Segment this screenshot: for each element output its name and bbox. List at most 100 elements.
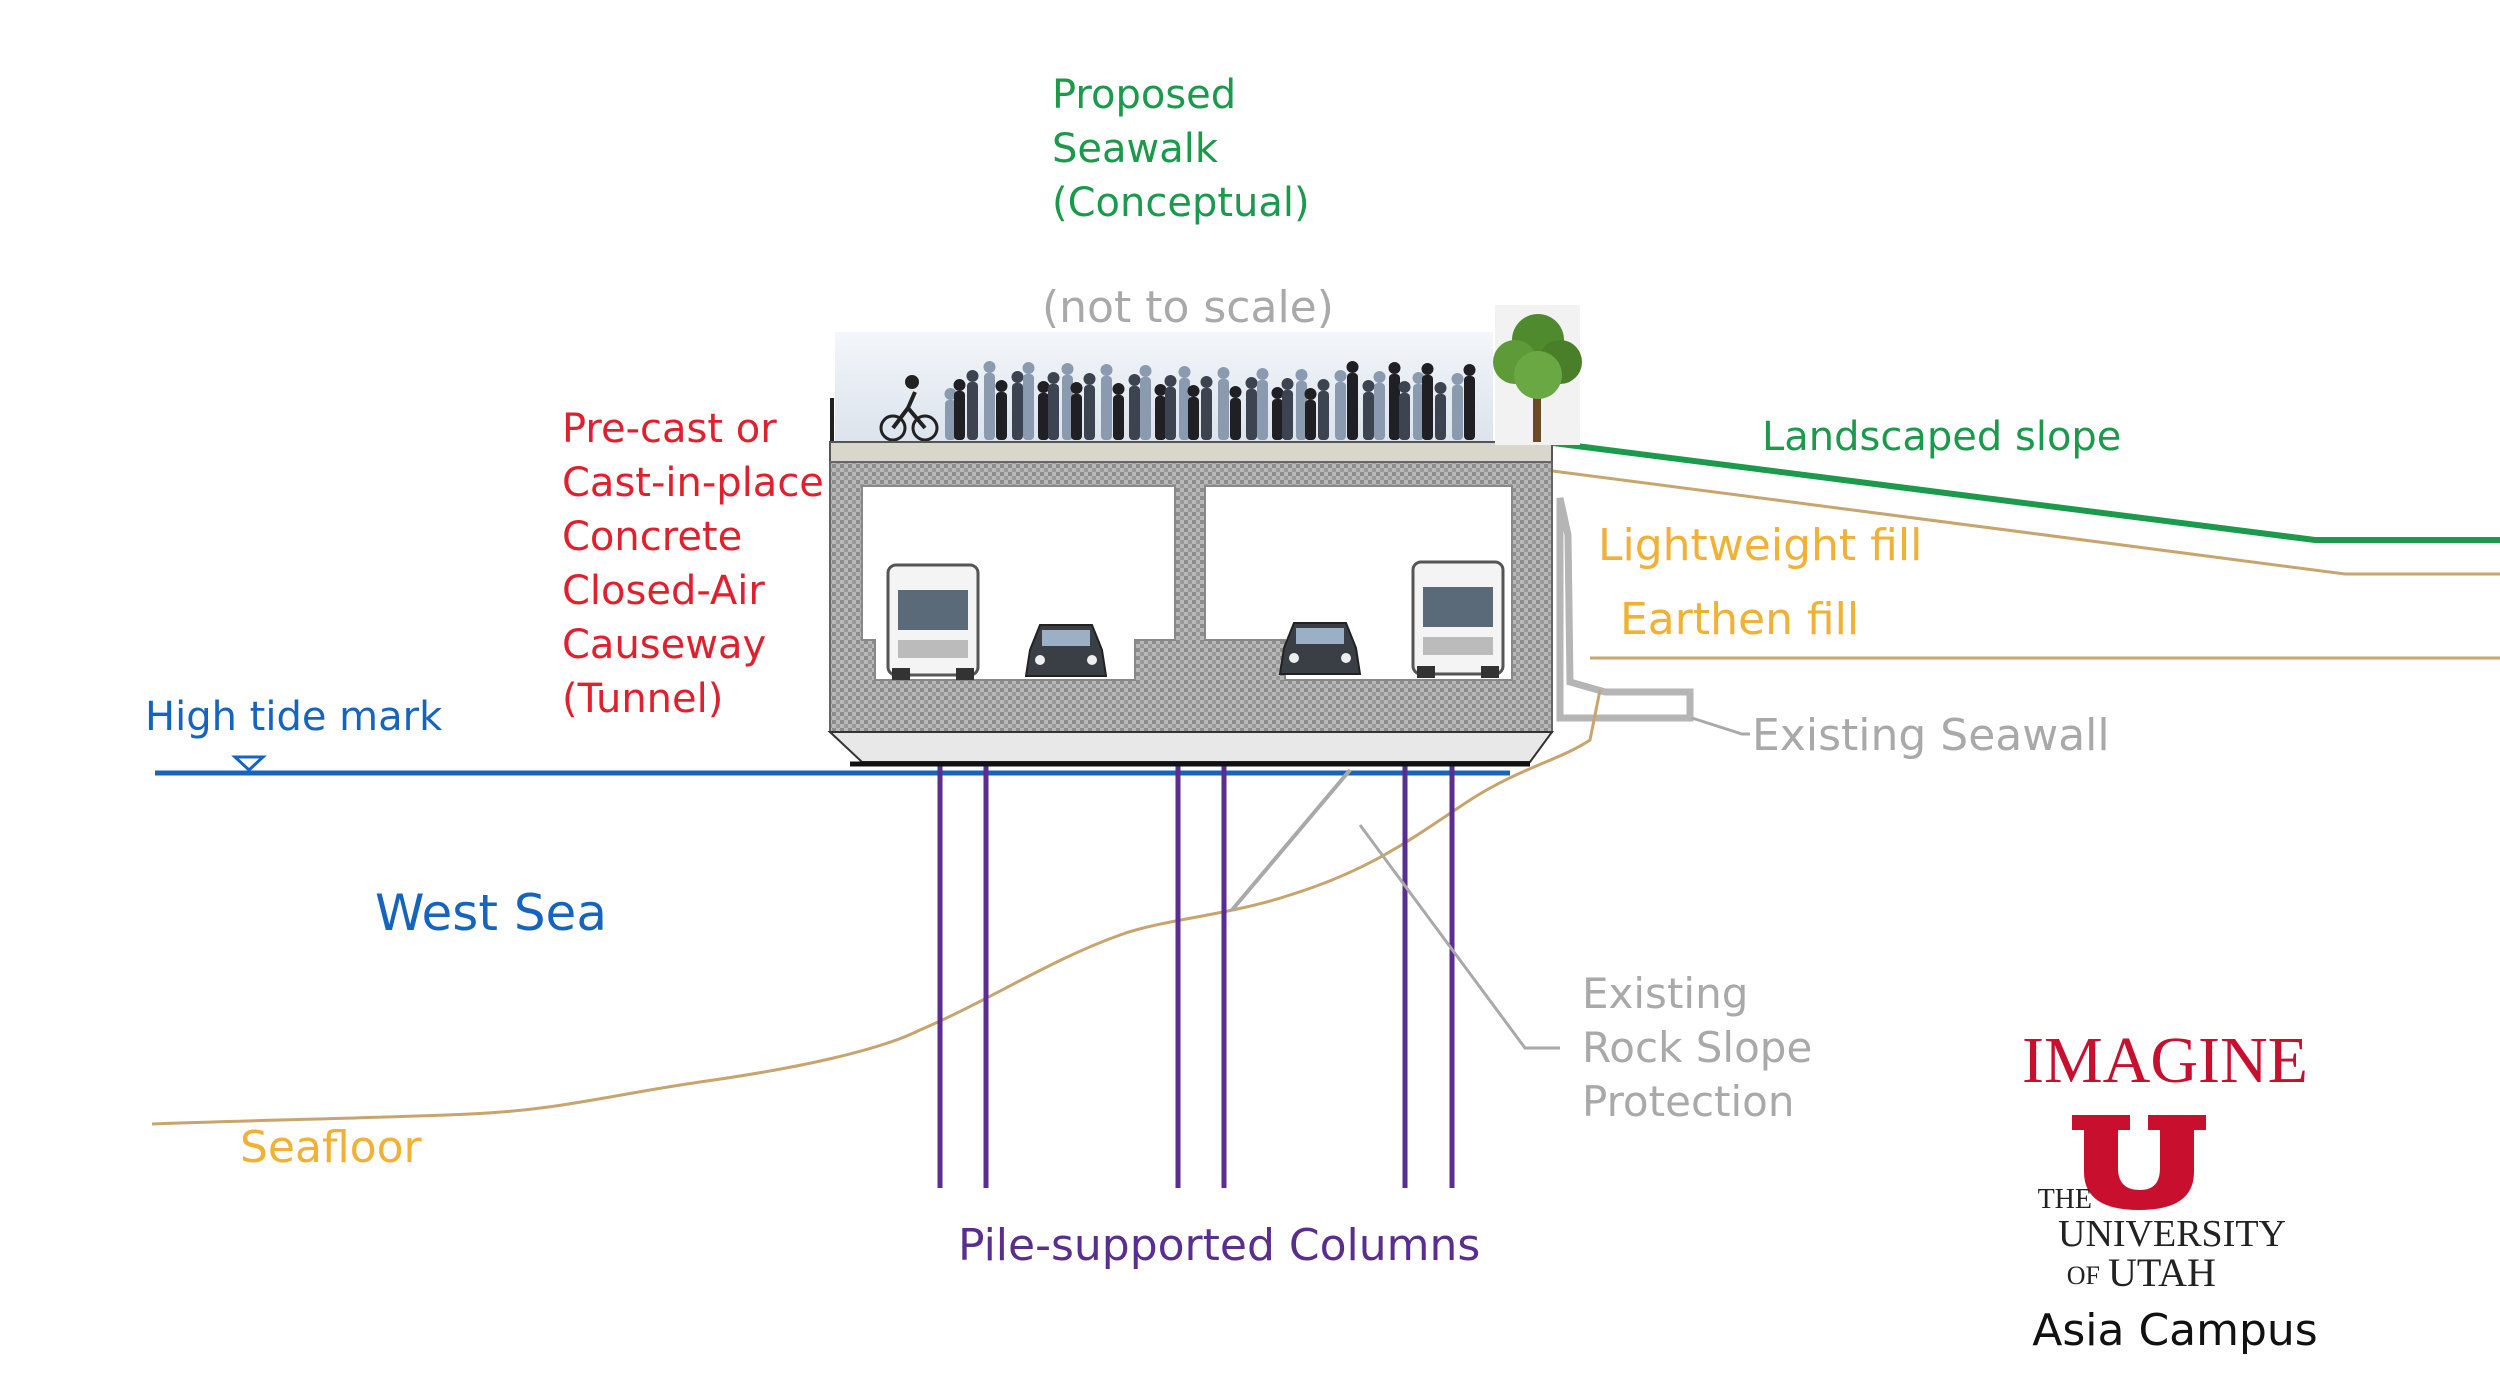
pedestrian-head (1362, 380, 1375, 392)
pedestrian-figure (1179, 378, 1190, 440)
causeway-label: Pre-cast or Cast-in-place Concrete Close… (562, 406, 824, 722)
pedestrian-figure (1464, 376, 1475, 440)
pedestrian-head (1271, 387, 1284, 399)
lightweight-fill-line (1544, 468, 2500, 576)
university-logo: IMAGINE THE UNIVERSITY OF UTAH Asia Camp… (2022, 1024, 2318, 1356)
lightweight-fill-label: Lightweight fill (1598, 520, 1922, 571)
seawall-outline (1556, 497, 1694, 722)
high-tide-label: High tide mark (145, 694, 443, 740)
pedestrian-figure (945, 400, 956, 440)
pedestrian-figure (1023, 374, 1034, 440)
pedestrian-head (1373, 371, 1386, 383)
pedestrian-figure (1363, 392, 1374, 440)
piles-label: Pile-supported Columns (958, 1220, 1480, 1271)
pedestrian-head (1295, 369, 1308, 381)
pedestrian-figure (1155, 396, 1166, 440)
pedestrian-head (1061, 363, 1074, 375)
rock-slope-leader-2 (1358, 824, 1560, 1050)
earthen-fill-label: Earthen fill (1620, 594, 1859, 645)
pedestrian-head (1187, 385, 1200, 397)
pedestrian-head (1164, 375, 1177, 387)
pedestrian-head (1217, 367, 1230, 379)
landscaped-slope-line (1544, 439, 2500, 543)
pedestrian-figure (1246, 389, 1257, 440)
car-icon-left (1024, 624, 1108, 677)
pedestrian-head (1281, 378, 1294, 390)
title-block: Proposed Seawalk (Conceptual) (not to sc… (1042, 72, 1334, 333)
logo-imagine: IMAGINE (2022, 1024, 2308, 1097)
utah-u-block-logo (2072, 1115, 2206, 1210)
pedestrian-head (1112, 383, 1125, 395)
title-line-2: Seawalk (1052, 126, 1219, 172)
pedestrian-head (1421, 363, 1434, 375)
pedestrian-head (1154, 384, 1167, 396)
pedestrian-figure (1399, 393, 1410, 440)
pedestrian-figure (1101, 376, 1112, 440)
pedestrian-figure (1272, 399, 1283, 440)
tree-icon (1493, 305, 1582, 445)
pedestrian-figure (1305, 400, 1316, 440)
causeway-line-2: Cast-in-place (562, 460, 824, 506)
landscaped-slope-label: Landscaped slope (1762, 414, 2121, 460)
pedestrian-figure (1201, 388, 1212, 440)
causeway-line-6: (Tunnel) (562, 676, 723, 722)
pedestrian-figure (1452, 385, 1463, 440)
rock-slope-callout: Existing Rock Slope Protection (1230, 768, 1812, 1126)
rock-slope-leader-1 (1230, 768, 1352, 912)
pedestrian-head (1178, 366, 1191, 378)
causeway-line-5: Causeway (562, 622, 766, 668)
causeway-line-4: Closed-Air (562, 568, 765, 614)
pedestrian-figure (967, 382, 978, 440)
car-icon-right (1278, 622, 1362, 675)
pedestrian-head (1229, 386, 1242, 398)
pedestrian-figure (1335, 382, 1346, 440)
pedestrian-head (1451, 373, 1464, 385)
pedestrian-head (1256, 368, 1269, 380)
pedestrian-head (1139, 365, 1152, 377)
pedestrian-head (1083, 373, 1096, 385)
pedestrian-figure (1012, 383, 1023, 440)
pedestrian-figure (984, 373, 995, 440)
pedestrian-head (1128, 374, 1141, 386)
pedestrian-head (966, 370, 979, 382)
pedestrian-figure (1165, 387, 1176, 440)
pedestrian-head (1304, 388, 1317, 400)
pedestrian-figure (1347, 373, 1358, 440)
pedestrian-head (995, 380, 1008, 392)
high-tide-marker (231, 755, 267, 773)
pedestrian-figure (1374, 383, 1385, 440)
west-sea-label: West Sea (375, 884, 607, 942)
pedestrian-head (1037, 381, 1050, 393)
pedestrian-figure (1129, 386, 1140, 440)
landside-layers: Landscaped slope Lightweight fill Earthe… (1544, 414, 2500, 660)
rock-slope-line-1: Existing (1582, 969, 1748, 1018)
pedestrian-figure (1084, 385, 1095, 440)
rock-slope-line-2: Rock Slope (1582, 1023, 1812, 1072)
pedestrian-figure (1038, 393, 1049, 440)
pedestrian-head (953, 379, 966, 391)
pedestrian-figure (1230, 398, 1241, 440)
cyclist-icon (879, 375, 939, 442)
existing-seawall-label: Existing Seawall (1752, 710, 2110, 761)
pedestrian-head (1047, 372, 1060, 384)
pedestrian-figure (1218, 379, 1229, 440)
pedestrian-head (1334, 370, 1347, 382)
pedestrian-head (1463, 364, 1476, 376)
pedestrian-head (1317, 379, 1330, 391)
pedestrian-figure (1389, 374, 1400, 440)
pedestrian-figure (1071, 394, 1082, 440)
pedestrian-figure (1296, 381, 1307, 440)
truck-icon-right (1411, 560, 1505, 678)
pedestrian-figure (1048, 384, 1059, 440)
pedestrian-head (1022, 362, 1035, 374)
rock-slope-line-3: Protection (1582, 1077, 1794, 1126)
seafloor-label: Seafloor (240, 1122, 423, 1173)
pedestrian-figure (954, 391, 965, 440)
scale-note: (not to scale) (1042, 282, 1334, 333)
pedestrian-figure (996, 392, 1007, 440)
pedestrian-figure (1188, 397, 1199, 440)
causeway-line-3: Concrete (562, 514, 742, 560)
pedestrian-head (1200, 376, 1213, 388)
